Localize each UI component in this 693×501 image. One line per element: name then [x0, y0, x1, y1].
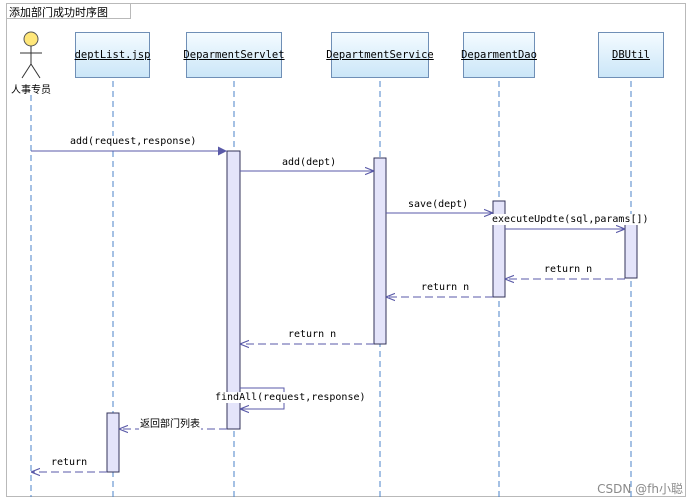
lifeline-header-service: DepartmentService	[326, 32, 434, 78]
actor-label: 人事专员	[11, 85, 51, 96]
lifeline-label-dao: DeparmentDao	[461, 49, 537, 61]
diagram-frame	[6, 3, 686, 497]
diagram-title-tab	[6, 3, 131, 19]
activation-dbutil	[624, 223, 638, 279]
lifeline-label-deptlist: deptList.jsp	[74, 49, 151, 61]
activation-service	[373, 157, 387, 345]
message-label-add-request: add(request,response)	[69, 136, 198, 147]
activation-deptlist	[106, 412, 120, 473]
message-label-add-dept: add(dept)	[281, 157, 338, 168]
lifeline-label-dbutil: DBUtil	[612, 49, 650, 61]
actor-icon	[20, 31, 42, 79]
message-label-execute: executeUpdte(sql,params[])	[491, 214, 650, 225]
return-label-actor: return	[50, 457, 89, 468]
message-label-save: save(dept)	[407, 199, 470, 210]
return-label-dbutil: return n	[543, 264, 594, 275]
activation-servlet	[226, 150, 241, 430]
lifeline-header-dbutil: DBUtil	[598, 32, 664, 78]
lifeline-header-dao: DeparmentDao	[461, 32, 537, 78]
return-label-list: 返回部门列表	[139, 415, 201, 430]
return-label-dao: return n	[420, 282, 471, 293]
message-label-findall: findAll(request,response)	[214, 392, 367, 403]
return-label-service: return n	[287, 329, 338, 340]
lifeline-label-servlet: DeparmentServlet	[183, 49, 285, 61]
lifeline-header-servlet: DeparmentServlet	[183, 32, 285, 78]
activation-dao	[492, 200, 506, 298]
diagram-title: 添加部门成功时序图	[9, 6, 108, 19]
lifeline-header-deptlist: deptList.jsp	[75, 32, 150, 78]
watermark: CSDN @fh小聪	[597, 482, 683, 496]
lifeline-label-service: DepartmentService	[326, 49, 434, 61]
